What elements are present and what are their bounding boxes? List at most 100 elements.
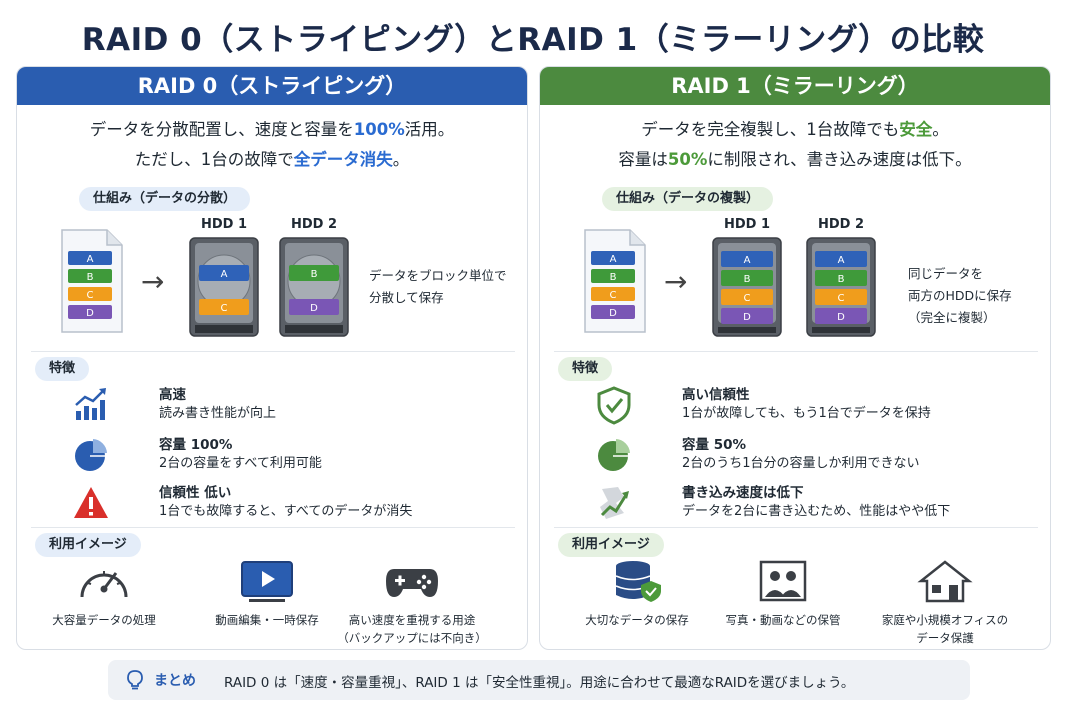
hdd2-block-b: B [311,269,318,280]
arrow-right-icon: → [141,265,165,298]
raid1-lead2-c: に制限され、書き込み速度は低下。 [707,150,972,169]
usage-item: 写真・動画などの保管 [708,559,858,629]
raid1-usage-label: 利用イメージ [558,533,664,557]
usage-item: 大容量データの処理 [29,559,179,629]
doc-block-a: A [87,254,94,265]
house-icon [917,560,973,603]
raid0-hdd2-label: HDD 2 [290,217,338,232]
summary-label: まとめ [154,673,196,689]
pie-chart-icon [75,439,107,471]
hdd2-icon: A B C D [806,237,876,337]
raid0-features-label: 特徴 [35,357,90,381]
raid0-lead2-c: 。 [392,150,410,169]
photo-frame-icon [759,560,807,602]
summary-bar: まとめ RAID 0 は「速度・容量重視」、RAID 1 は「安全性重視」。用途… [108,660,970,700]
feature-title: 書き込み速度は低下 [682,485,804,501]
usage-text: 家庭や小規模オフィスの [881,613,1009,627]
feature-desc: 2台の容量をすべて利用可能 [159,456,322,471]
usage-item: 動画編集・一時保存 [192,559,342,629]
hdd1-block-c: C [221,303,228,314]
warning-icon [74,487,108,518]
hdd2-block-c: C [838,293,845,304]
feature-title: 信頼性 低い [159,485,232,501]
raid0-lead2-highlight: 全データ消失 [293,150,393,169]
doc-block-c: C [610,290,617,301]
feature-item: 書き込み速度は低下 データを2台に書き込むため、性能はやや低下 [594,481,1034,525]
document-icon: A B C D [61,229,123,333]
shield-check-icon [597,386,631,425]
feature-item: 信頼性 低い 1台でも故障すると、すべてのデータが消失 [71,481,511,525]
raid1-lead1-c: 。 [932,120,949,139]
usage-text: 写真・動画などの保管 [725,613,841,627]
usage-note: データ保護 [916,631,974,645]
hdd2-block-d: D [837,312,845,323]
raid1-mechanism-text: 同じデータを 両方のHDDに保存 （完全に複製） [908,263,1012,329]
raid0-lead1-a: データを分散配置し、速度と容量を [89,120,354,139]
raid0-mech-line2: 分散して保存 [369,290,444,305]
speed-up-chart-icon [75,388,106,420]
raid1-mechanism-label: 仕組み（データの複製） [602,187,774,211]
raid0-lead2-a: ただし、1台の故障で [134,150,294,169]
database-shield-icon [615,561,661,602]
divider [554,351,1038,352]
feature-desc: 読み書き性能が向上 [159,406,277,421]
usage-text: 大切なデータの保存 [585,613,689,627]
raid1-lead2-a: 容量は [618,150,668,169]
document-icon: A B C D [584,229,646,333]
doc-block-a: A [610,254,617,265]
write-speed-icon [600,487,629,519]
usage-text: 動画編集・一時保存 [215,613,319,627]
divider [31,351,515,352]
usage-item: 家庭や小規模オフィスの データ保護 [870,559,1020,647]
doc-block-d: D [86,308,94,319]
raid0-usage-label: 利用イメージ [35,533,141,557]
feature-desc: 2台のうち1台分の容量しか利用できない [682,456,920,471]
raid0-lead1-highlight: 100% [353,120,405,139]
raid1-lead2-highlight: 50% [667,150,708,169]
hdd2-block-d: D [310,303,318,314]
raid1-lead1-a: データを完全複製し、1台故障でも [641,120,900,139]
raid0-mech-line1: データをブロック単位で [369,268,507,283]
feature-title: 高い信頼性 [682,387,750,403]
raid0-lead1-c: 活用。 [404,120,455,139]
doc-block-b: B [87,272,94,283]
feature-desc: 1台が故障しても、もう1台でデータを保持 [682,406,931,421]
hdd1-block-a: A [221,269,228,280]
lightbulb-icon [127,670,143,690]
raid1-panel: RAID 1（ミラーリング） データを完全複製し、1台故障でも安全。 容量は50… [539,66,1051,650]
raid1-lead: データを完全複製し、1台故障でも安全。 容量は50%に制限され、書き込み速度は低… [540,115,1050,175]
feature-item: 容量 50% 2台のうち1台分の容量しか利用できない [594,433,1034,477]
feature-title: 容量 100% [159,437,233,453]
raid0-mechanism-text: データをブロック単位で 分散して保存 [369,265,507,309]
doc-block-d: D [609,308,617,319]
hdd1-block-c: C [744,293,751,304]
raid0-hdd1-label: HDD 1 [200,217,248,232]
raid1-mech-line1: 同じデータを [908,266,984,281]
raid0-header: RAID 0（ストライピング） [17,67,527,105]
raid1-lead1-highlight: 安全 [899,120,933,139]
hdd1-icon: A B C D [712,237,782,337]
feature-title: 高速 [159,387,186,403]
raid1-hdd1-label: HDD 1 [723,217,771,232]
divider [554,527,1038,528]
video-player-icon [241,561,293,602]
raid0-panel: RAID 0（ストライピング） データを分散配置し、速度と容量を100%活用。 … [16,66,528,650]
usage-item: 高い速度を重視する用途 （バックアップには不向き） [337,559,487,647]
raid1-features-label: 特徴 [558,357,613,381]
hdd2-icon: B D [279,237,349,337]
hdd1-icon: A C [189,237,259,337]
usage-text: 高い速度を重視する用途 [348,613,476,627]
gamepad-icon [386,569,438,597]
doc-block-c: C [87,290,94,301]
doc-block-b: B [610,272,617,283]
raid1-mech-line3: （完全に複製） [908,310,996,325]
feature-item: 容量 100% 2台の容量をすべて利用可能 [71,433,511,477]
hdd2-block-b: B [838,274,845,285]
usage-text: 大容量データの処理 [52,613,156,627]
feature-item: 高速 読み書き性能が向上 [71,383,511,427]
hdd1-block-b: B [744,274,751,285]
usage-item: 大切なデータの保存 [562,559,712,629]
feature-desc: データを2台に書き込むため、性能はやや低下 [682,504,951,519]
feature-item: 高い信頼性 1台が故障しても、もう1台でデータを保持 [594,383,1034,427]
usage-note: （バックアップには不向き） [337,631,487,645]
